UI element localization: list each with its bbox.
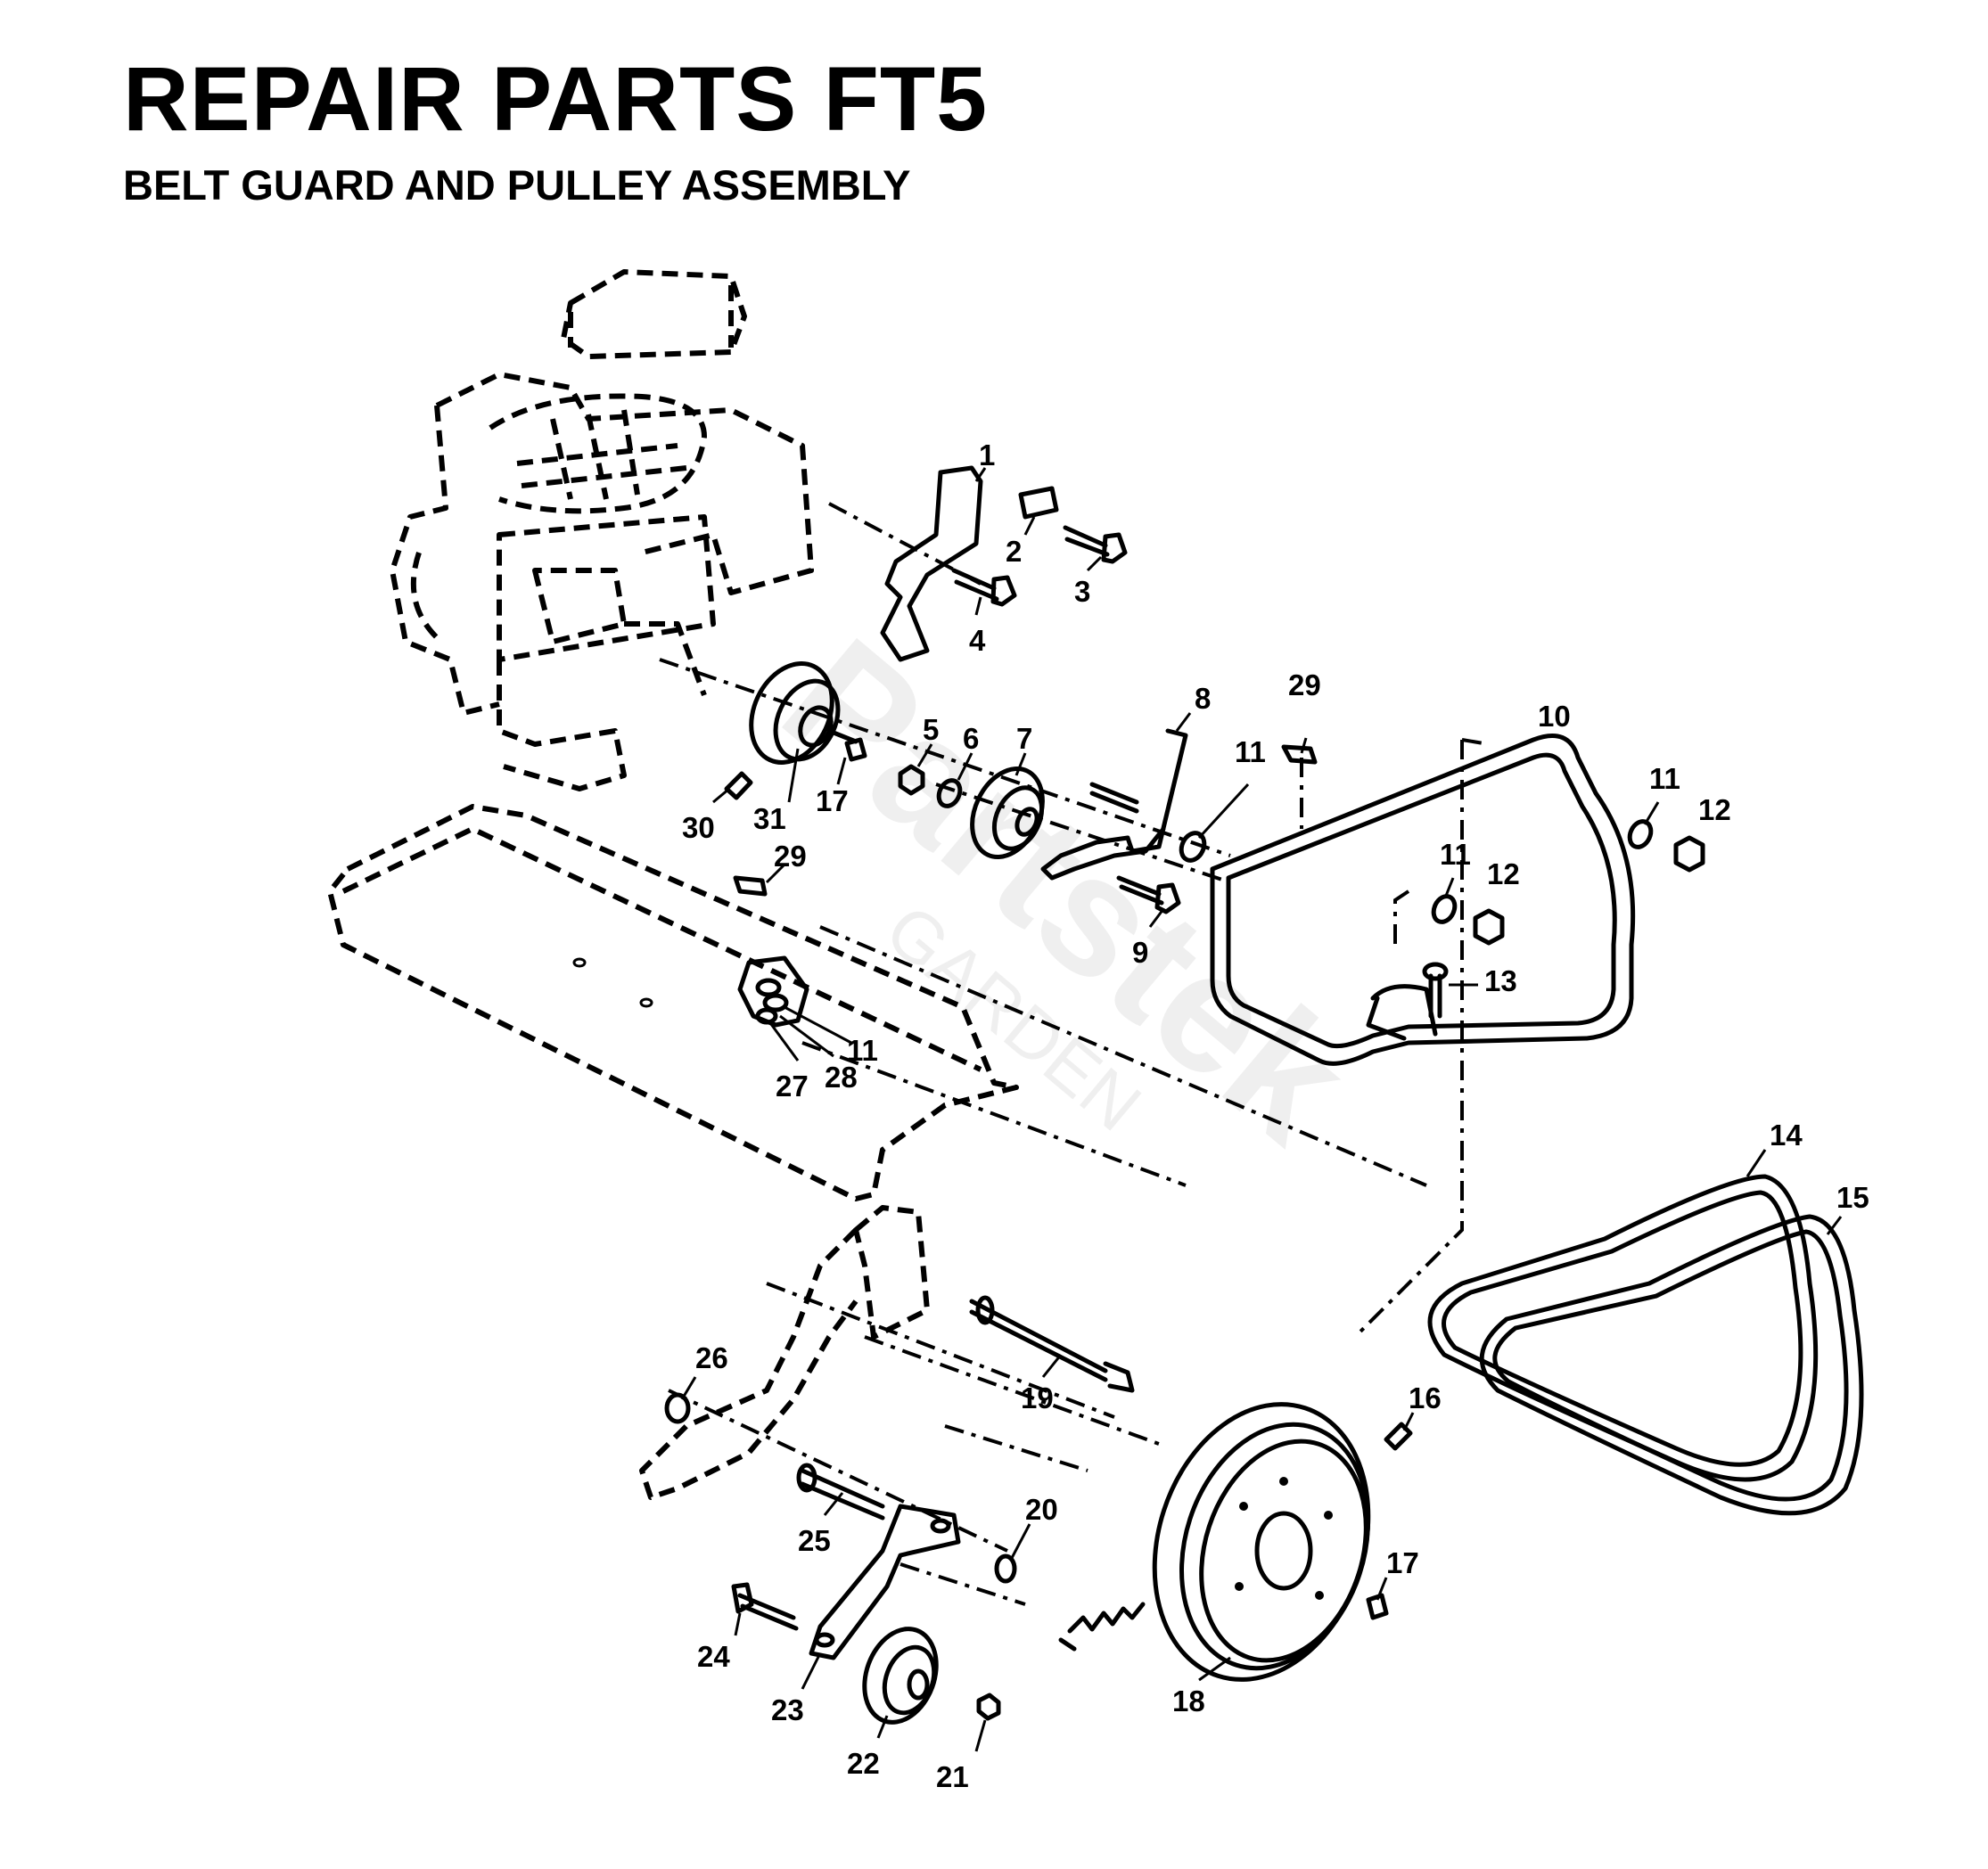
callout-12-b: 12 [1487,857,1520,890]
part-cap-nut-12-b [1473,908,1505,946]
callout-27: 27 [776,1070,809,1103]
callout-21: 21 [936,1760,969,1793]
part-bolt-9 [1116,875,1181,914]
callout-10: 10 [1538,700,1571,733]
callout-23: 23 [771,1693,804,1726]
part-clip [1018,486,1059,520]
callout-25: 25 [798,1524,831,1557]
part-clip-29-mid [733,875,768,897]
callout-29-top: 29 [1288,668,1321,701]
page-subtitle: BELT GUARD AND PULLEY ASSEMBLY [123,161,911,209]
callout-labels: 1 2 3 4 5 6 7 8 9 10 11 11 11 11 12 12 1… [682,439,1869,1793]
callout-9: 9 [1132,936,1148,969]
part-pivot-pin-25 [796,1463,885,1521]
part-nut-5 [898,764,925,796]
callout-13: 13 [1484,964,1517,997]
callout-20: 20 [1025,1493,1058,1526]
callout-22: 22 [847,1747,880,1780]
part-washer-11-a [1179,831,1207,863]
callout-11-b: 11 [1649,762,1680,795]
part-cap-nut-12-a [1673,835,1705,873]
part-shaft-19 [969,1295,1135,1393]
callout-17-top: 17 [816,784,849,817]
callout-11-a: 11 [1235,735,1266,768]
part-nut-21 [976,1693,1001,1721]
part-belt-guard [1210,734,1636,1066]
part-set-screw-30 [724,771,753,800]
callout-30: 30 [682,811,715,844]
part-clip-20 [994,1553,1017,1584]
part-arm-bracket-8 [1040,728,1188,881]
callout-12-a: 12 [1698,793,1731,826]
callout-8: 8 [1195,682,1211,715]
callout-29-mid: 29 [774,840,807,873]
callout-3: 3 [1074,575,1090,608]
callout-6: 6 [963,722,979,755]
part-idler-pulley-7 [970,766,1045,860]
callout-28: 28 [825,1061,858,1094]
callout-4: 4 [969,624,986,657]
leader-lines [680,467,1843,1752]
part-bolt-4 [951,568,1017,607]
callout-31: 31 [753,802,786,835]
callout-11-c: 11 [1440,838,1471,871]
callout-19: 19 [1021,1381,1054,1414]
part-frame-bracket [639,1205,930,1500]
part-bolt-24 [731,1582,799,1631]
engine-outline [390,269,814,791]
callout-2: 2 [1006,535,1022,568]
callout-18: 18 [1172,1685,1205,1717]
part-key-top [844,737,867,762]
part-engine-pulley [749,661,858,765]
callout-7: 7 [1016,722,1032,755]
callout-14: 14 [1770,1119,1803,1152]
callout-16: 16 [1409,1381,1442,1414]
part-set-screw-16 [1384,1422,1413,1451]
assembly-axis-lines [659,502,1490,1606]
part-drive-pulley-18 [1152,1402,1371,1682]
part-tine-shield [327,804,1019,1201]
part-spring [1058,1602,1146,1652]
watermark: Partstek GARDEN [750,603,1384,1178]
part-idler-pulley-22 [862,1627,939,1725]
callout-1: 1 [979,439,995,471]
callout-17-bottom: 17 [1386,1546,1419,1579]
part-bolt-3 [1063,525,1128,564]
part-washer-6 [936,778,963,808]
part-idler-arm-23 [809,1504,961,1660]
part-belt-15 [1479,1214,1864,1516]
part-clip-29-top [1281,744,1318,765]
part-bolt-13 [1422,962,1449,1019]
callout-15: 15 [1836,1181,1869,1214]
callout-5: 5 [923,713,939,746]
part-bracket [880,465,983,662]
part-nut-26 [664,1392,691,1424]
part-washer-11-c [1431,894,1458,924]
callout-11-d: 11 [847,1034,878,1067]
part-belt-14 [1427,1174,1819,1482]
part-washer-11-b [1627,819,1654,849]
page-title: REPAIR PARTS FT5 [123,48,988,150]
callout-24: 24 [697,1640,730,1673]
callout-26: 26 [695,1341,728,1374]
